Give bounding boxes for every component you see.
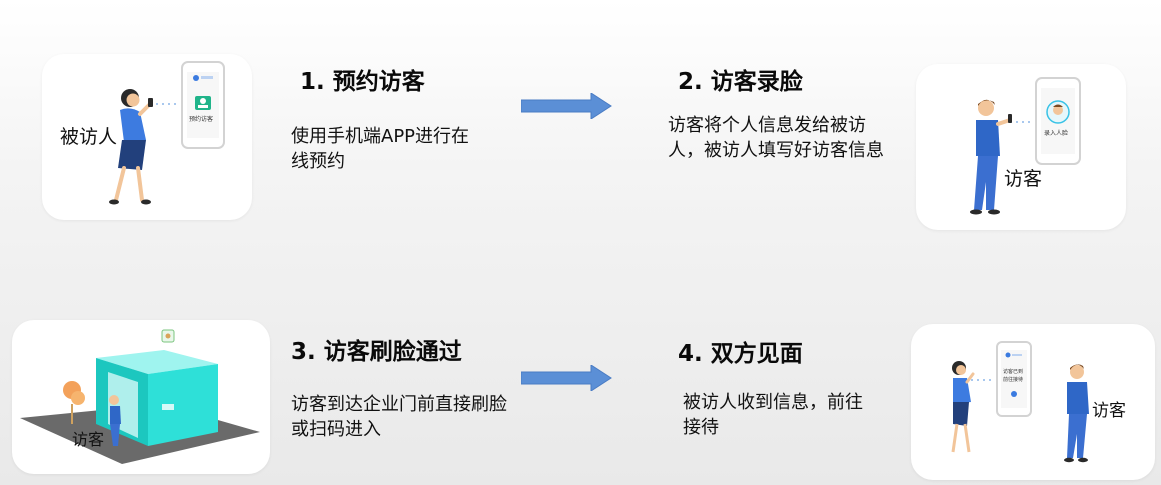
host-meets-visitor-illustration bbox=[951, 341, 1089, 463]
step1-description: 使用手机端APP进行在线预约 bbox=[291, 126, 470, 172]
step1-title: 1. 预约访客 bbox=[300, 69, 425, 95]
step3-illustration-card: 访客 bbox=[12, 320, 270, 474]
step2-illustration-card: 访客 录入人脸 bbox=[916, 64, 1126, 230]
host-label: 被访人 bbox=[60, 126, 118, 148]
phone-screen-text-1: 访客已到 bbox=[1003, 369, 1024, 375]
arrow-right-icon bbox=[521, 365, 612, 391]
phone-screen-text: 预约访客 bbox=[189, 116, 214, 123]
step2-title: 2. 访客录脸 bbox=[678, 69, 803, 95]
visitor-label: 访客 bbox=[72, 430, 105, 449]
step4-illustration-card: 访客 访客已到 前往接待 bbox=[911, 324, 1155, 480]
face-gate-booth-illustration bbox=[20, 329, 260, 464]
step3-description: 访客到达企业门前直接刷脸或扫码进入 bbox=[291, 394, 507, 440]
visitor-face-enroll-illustration bbox=[970, 77, 1081, 215]
visitor-label: 访客 bbox=[1004, 168, 1043, 190]
arrow-right-icon bbox=[521, 93, 612, 119]
step3-title: 3. 访客刷脸通过 bbox=[291, 339, 462, 365]
phone-screen-text-2: 前往接待 bbox=[1003, 377, 1024, 383]
visitor-label: 访客 bbox=[1092, 401, 1126, 421]
step2-description: 访客将个人信息发给被访人，被访人填写好访客信息 bbox=[668, 115, 884, 161]
step1-illustration-card: 被访人 预约访客 bbox=[42, 54, 252, 220]
phone-screen-text: 录入人脸 bbox=[1044, 130, 1069, 137]
step4-title: 4. 双方见面 bbox=[678, 341, 803, 367]
host-with-phone-illustration bbox=[109, 61, 225, 205]
step4-description: 被访人收到信息，前往接待 bbox=[683, 392, 863, 438]
